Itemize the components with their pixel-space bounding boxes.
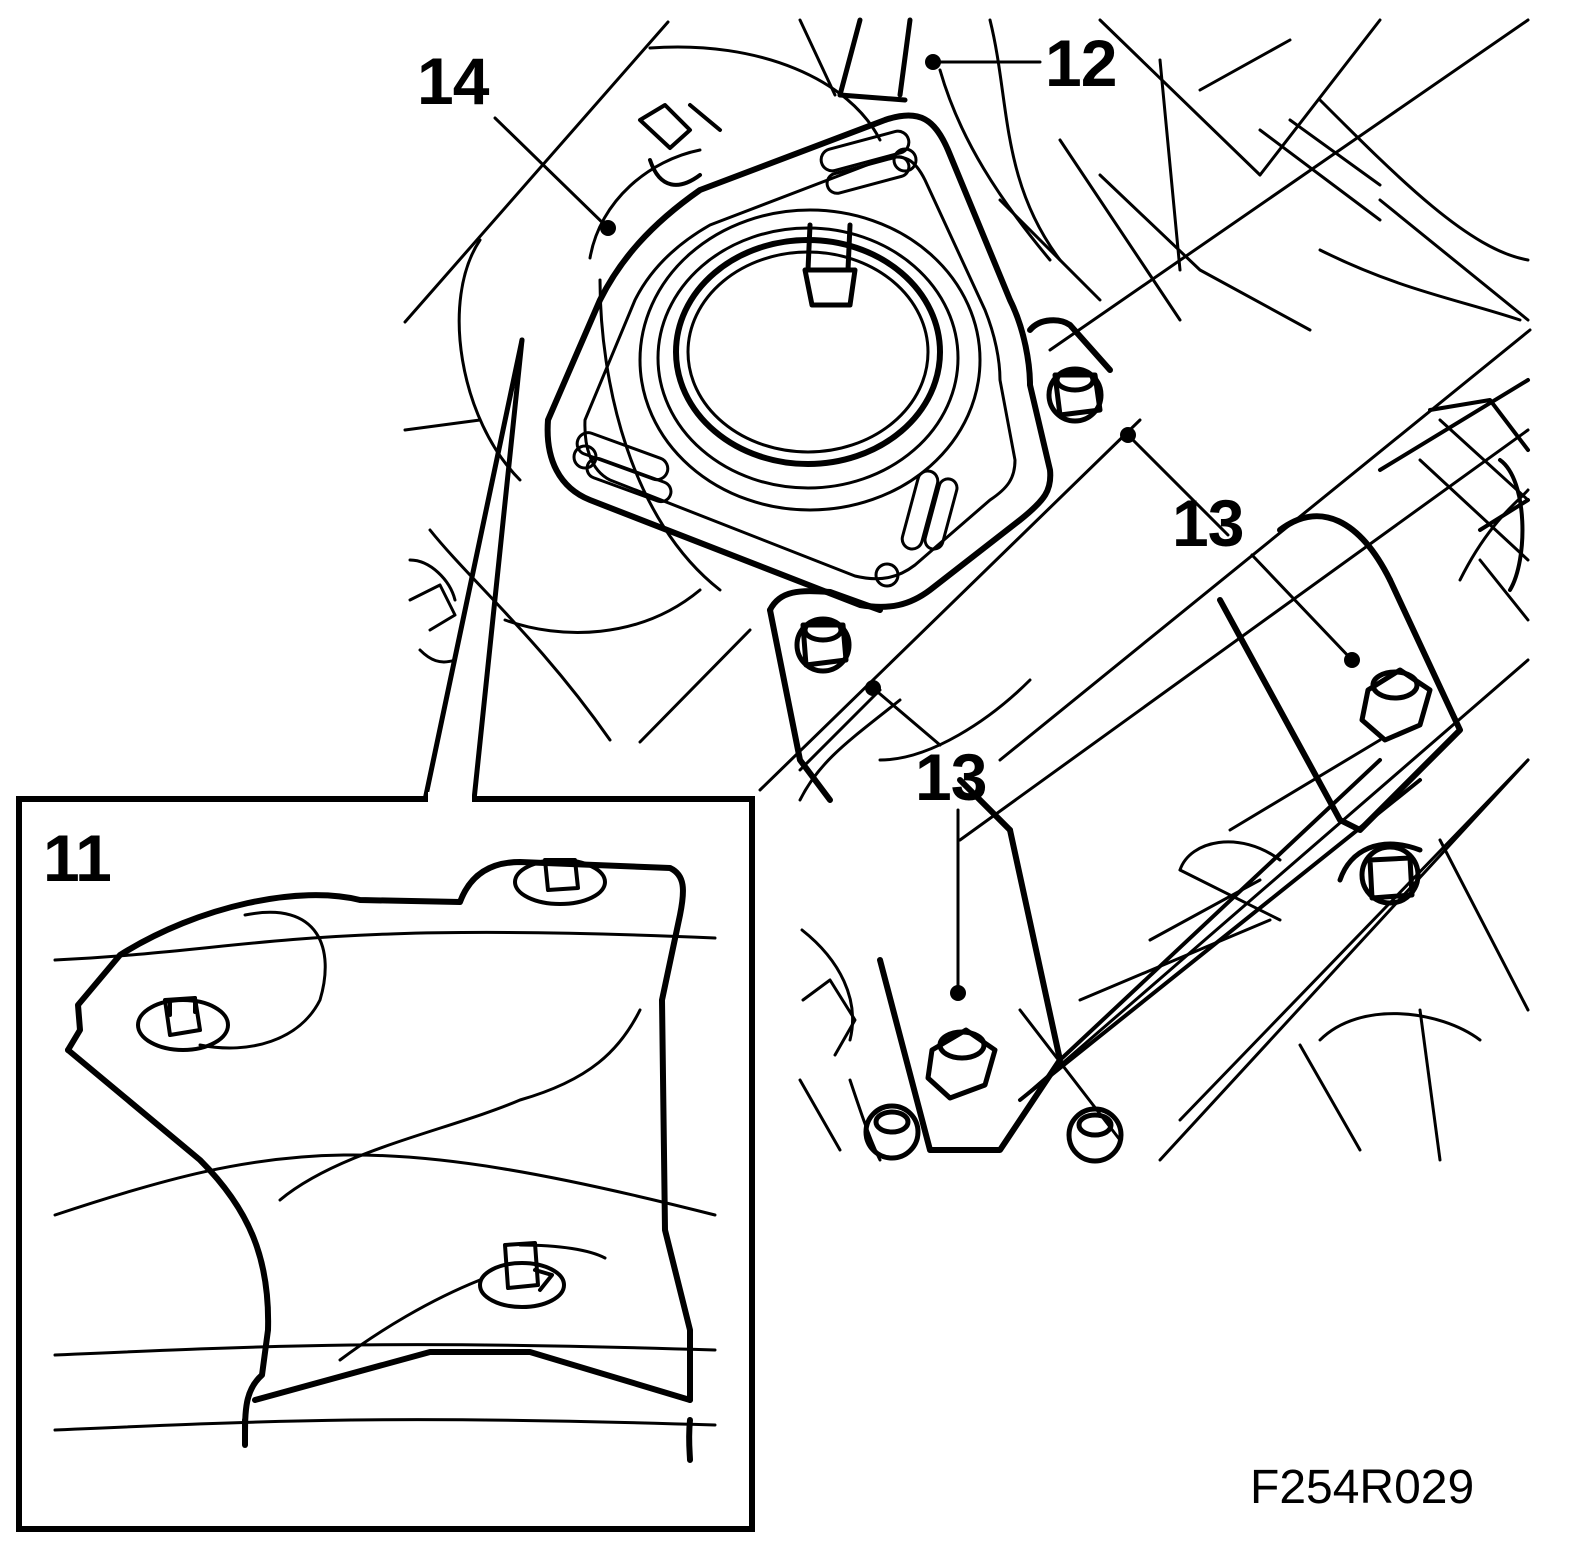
- leader-14: [493, 116, 610, 230]
- leader-dot-13b-lower: [950, 985, 966, 1001]
- lower-left-parts: [408, 558, 882, 1162]
- leader-13b-upper: [871, 686, 942, 747]
- main-view: [403, 17, 1532, 1164]
- inset-frame-gap: [428, 792, 472, 804]
- inset-heat-shield: [53, 858, 717, 1463]
- detail-inset: [16, 337, 755, 1532]
- leader-dot-13a-lower: [1344, 652, 1360, 668]
- leader-dot-13b-upper: [865, 680, 881, 696]
- leader-dot-13a-upper: [1120, 427, 1136, 443]
- leader-dot-12: [925, 54, 941, 70]
- fasteners: [794, 366, 1433, 1164]
- bracket-lower: [767, 317, 1530, 1153]
- callout-12: 12: [1045, 26, 1117, 100]
- figure-id: F254R029: [1250, 1461, 1475, 1514]
- leader-13a-lower: [1250, 553, 1354, 662]
- callout-14: 14: [417, 44, 489, 118]
- exhaust-flange: [544, 17, 1054, 610]
- callout-13-lower: 13: [915, 740, 987, 814]
- callout-13-upper: 13: [1172, 486, 1244, 560]
- inset-frame: [16, 796, 755, 1532]
- leader-13a-upper: [1126, 433, 1230, 537]
- heat-shield-edges: [758, 18, 1532, 1122]
- callout-leaders: [493, 54, 1360, 1001]
- leader-dot-14: [600, 220, 616, 236]
- callout-11: 11: [43, 821, 112, 895]
